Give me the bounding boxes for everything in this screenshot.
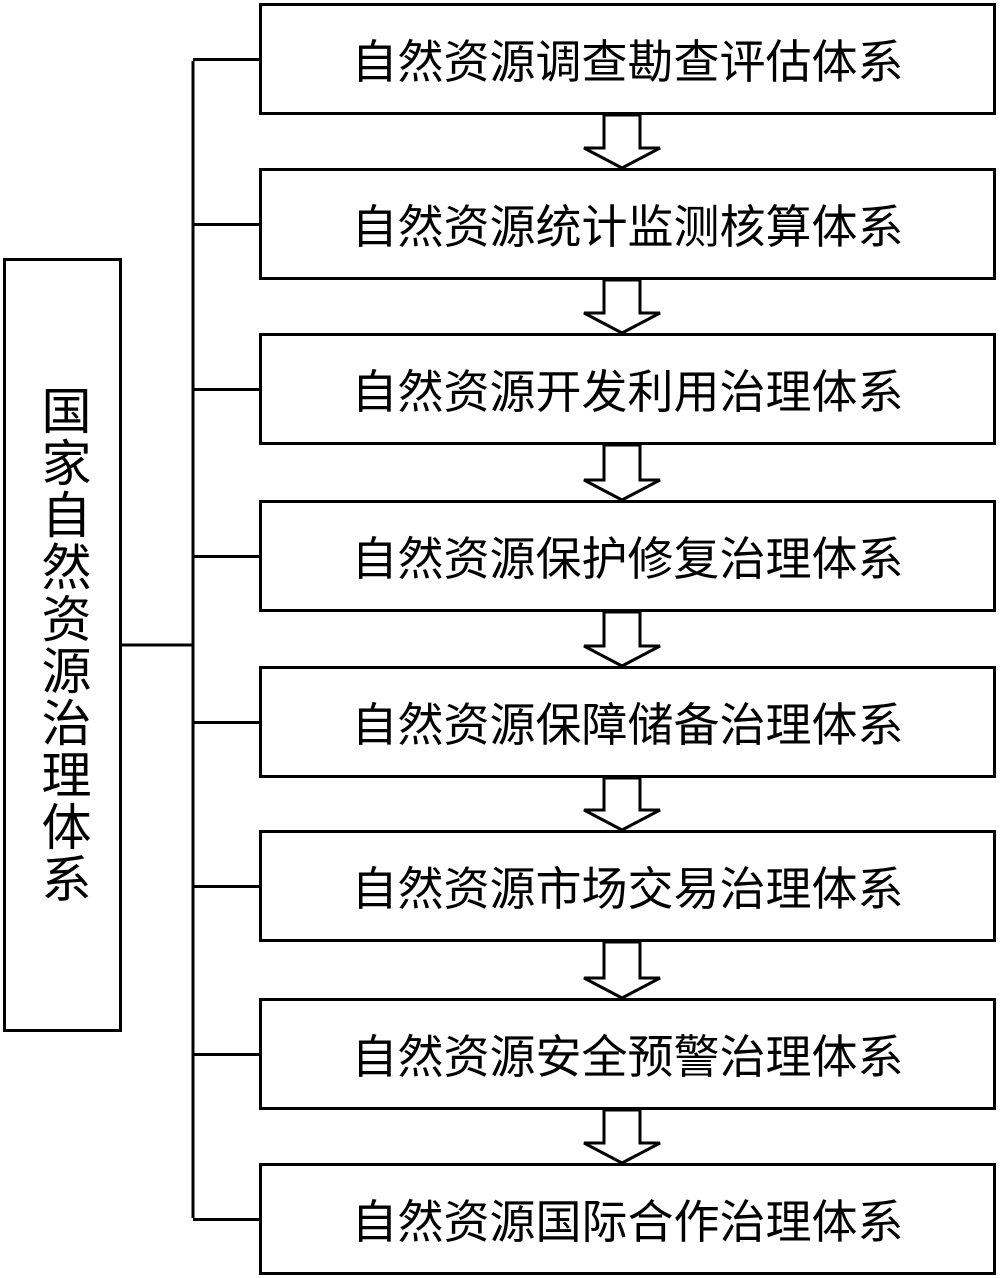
subsystem-label: 自然资源国际合作治理体系: [351, 1195, 904, 1249]
subsystem-box-4: 自然资源保护修复治理体系: [259, 500, 996, 612]
subsystem-label: 自然资源开发利用治理体系: [351, 365, 904, 419]
root-label: 国家自然资源治理体系: [33, 385, 92, 905]
subsystem-label: 自然资源市场交易治理体系: [351, 862, 904, 916]
subsystem-box-5: 自然资源保障储备治理体系: [259, 666, 996, 778]
down-arrow-7: [583, 1108, 661, 1165]
down-arrow-1: [583, 113, 661, 170]
subsystem-label: 自然资源调查勘查评估体系: [351, 35, 904, 89]
root-box: 国家自然资源治理体系: [3, 258, 122, 1032]
subsystem-box-1: 自然资源调查勘查评估体系: [259, 3, 996, 115]
subsystem-label: 自然资源安全预警治理体系: [351, 1030, 904, 1084]
down-arrow-6: [583, 940, 661, 1000]
subsystem-box-3: 自然资源开发利用治理体系: [259, 333, 996, 445]
down-arrow-4: [583, 610, 661, 668]
down-arrow-5: [583, 776, 661, 832]
down-arrow-3: [583, 443, 661, 502]
subsystem-box-7: 自然资源安全预警治理体系: [259, 998, 996, 1110]
branch-lines: [193, 58, 259, 1221]
subsystem-box-2: 自然资源统计监测核算体系: [259, 168, 996, 280]
flow-arrows: [583, 113, 661, 1165]
subsystem-label: 自然资源保护修复治理体系: [351, 532, 904, 586]
subsystem-box-6: 自然资源市场交易治理体系: [259, 830, 996, 942]
subsystem-label: 自然资源保障储备治理体系: [351, 698, 904, 752]
down-arrow-2: [583, 278, 661, 335]
subsystem-label: 自然资源统计监测核算体系: [351, 200, 904, 254]
subsystem-box-8: 自然资源国际合作治理体系: [259, 1163, 996, 1275]
